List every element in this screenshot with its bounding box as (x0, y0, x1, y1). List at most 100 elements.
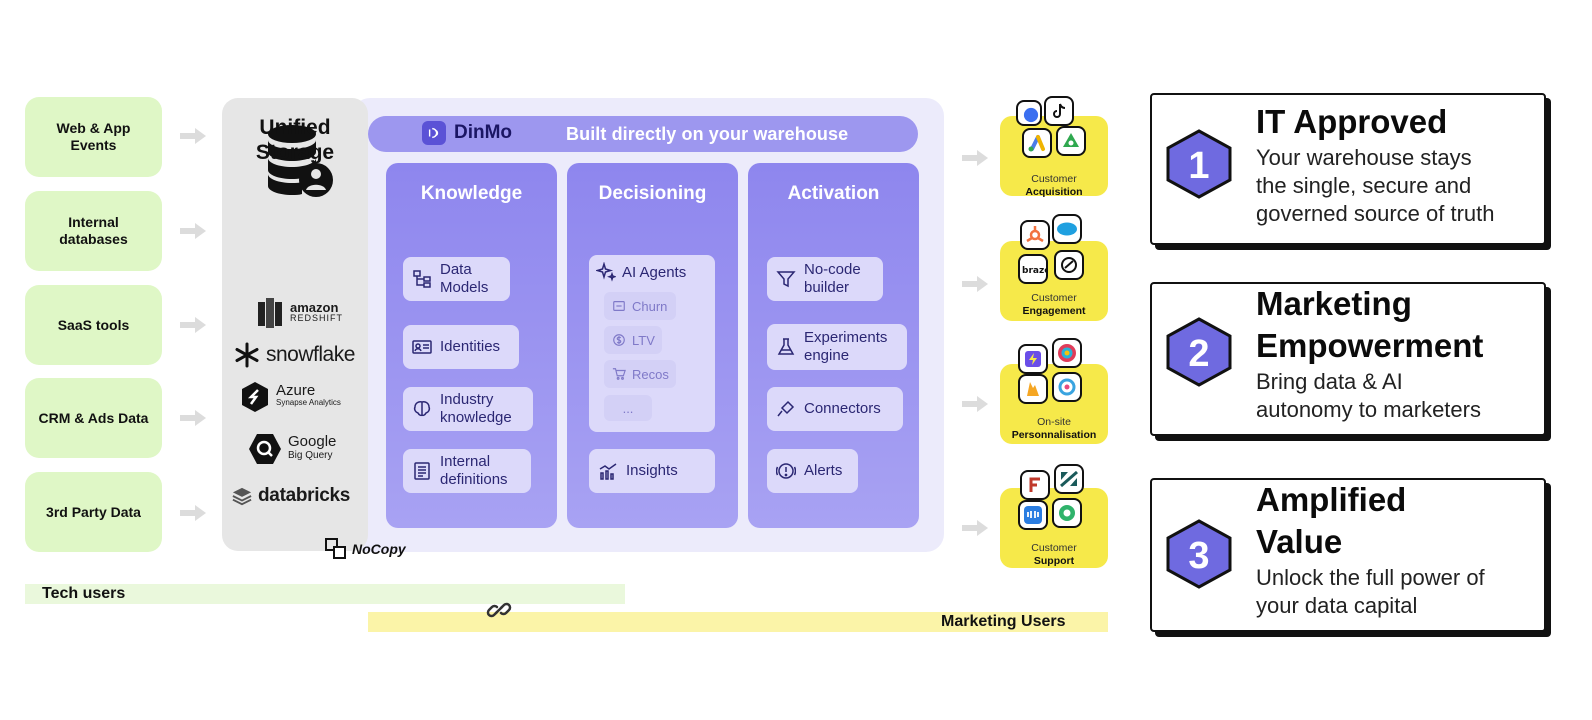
sub-label: LTV (632, 332, 655, 348)
value-desc-line: autonomy to marketers (1256, 397, 1481, 422)
card-insights: Insights (589, 449, 715, 493)
arrow-right-icon (180, 505, 206, 521)
dollar-icon (612, 333, 626, 347)
value-title: Marketing Empowerment (1256, 284, 1483, 366)
front-app-icon (1020, 470, 1050, 500)
value-desc: Bring data & AI autonomy to marketers (1256, 368, 1481, 424)
card-label: Internal definitions (440, 453, 508, 488)
azure-sub-text: Synapse Analytics (276, 398, 341, 407)
churn-icon (612, 299, 626, 313)
arrow-right-icon (962, 396, 988, 412)
dinmo-brand: DinMo (454, 122, 513, 143)
document-icon (412, 461, 432, 481)
databricks-icon (232, 487, 252, 506)
marketing-users-bar (368, 612, 1108, 632)
source-saas-tools: SaaS tools (25, 285, 162, 365)
source-label: Internal databases (59, 214, 128, 247)
chart-icon (598, 461, 618, 481)
bigquery-icon (249, 434, 281, 464)
sub-label: ... (622, 400, 634, 416)
output-line1: On-site (1037, 416, 1071, 428)
arrow-right-icon (180, 410, 206, 426)
braze-icon: braze (1018, 254, 1048, 284)
arrow-right-icon (962, 276, 988, 292)
value-desc: Your warehouse stays the single, secure … (1256, 144, 1494, 228)
sub-recos: Recos (604, 360, 676, 388)
ai-agents-header: AI Agents (596, 262, 686, 282)
arrow-right-icon (180, 128, 206, 144)
value-desc-line: Bring data & AI (1256, 369, 1403, 394)
snowflake-logo: snowflake (234, 342, 355, 368)
activation-title: Activation (787, 183, 880, 204)
banner-text: Built directly on your warehouse (566, 124, 849, 144)
card-label: Data Models (440, 261, 489, 296)
flask-icon (776, 337, 796, 357)
value-desc-line: Your warehouse stays (1256, 145, 1472, 170)
databricks-logo: databricks (232, 485, 350, 507)
nocopy-icon (325, 538, 346, 559)
storage-title: Unified Storage (255, 116, 335, 164)
alert-icon (776, 461, 796, 481)
google-bigquery-logo: Google Big Query (248, 432, 336, 466)
source-label: SaaS tools (57, 316, 130, 333)
target-app-icon (1052, 338, 1082, 368)
card-label: Alerts (804, 462, 843, 479)
snowflake-icon (235, 342, 259, 368)
output-line1: Customer (1031, 542, 1077, 554)
nocopy-badge: NoCopy (325, 538, 406, 560)
source-internal-databases: Internal databases (25, 191, 162, 271)
value-title-line: Marketing (1256, 285, 1412, 322)
bolt-app-icon (1018, 344, 1048, 374)
google-text: Google (288, 433, 337, 450)
google-analytics-icon (1056, 126, 1086, 156)
funnel-icon (776, 269, 796, 289)
number-badge-1: 1 (1164, 128, 1234, 200)
google-sub-text: Big Query (288, 450, 333, 461)
value-desc: Unlock the full power of your data capit… (1256, 564, 1485, 620)
nocopy-label: NoCopy (352, 541, 406, 557)
source-label: 3rd Party Data (46, 503, 141, 520)
decisioning-title: Decisioning (598, 183, 707, 204)
value-desc-line: the single, secure and (1256, 173, 1472, 198)
value-title: IT Approved (1256, 103, 1448, 140)
tiktok-icon (1044, 96, 1074, 126)
dinmo-logo-icon (422, 121, 446, 145)
output-customer-acquisition (1000, 116, 1108, 196)
source-web-app-events: Web & App Events (25, 97, 162, 177)
value-desc-line: governed source of truth (1256, 201, 1495, 226)
sub-churn: Churn (604, 292, 676, 320)
card-alerts: Alerts (767, 449, 858, 493)
output-line1: Customer (1031, 292, 1077, 304)
hubspot-icon (1020, 220, 1050, 250)
id-card-icon (412, 337, 432, 357)
arrow-right-icon (180, 223, 206, 239)
card-internal-definitions: Internal definitions (403, 449, 531, 493)
arrow-right-icon (962, 150, 988, 166)
card-label: Connectors (804, 400, 881, 417)
zendesk-icon (1054, 464, 1084, 494)
tech-users-bar (25, 584, 625, 604)
card-data-models: Data Models (403, 257, 510, 301)
optimize-icon (1052, 372, 1082, 402)
card-identities: Identities (403, 325, 519, 369)
arrow-right-icon (180, 317, 206, 333)
azure-text: Azure (276, 382, 316, 399)
data-models-icon (412, 269, 432, 289)
databricks-text: databricks (258, 485, 351, 506)
azure-synapse-icon (242, 382, 268, 412)
number-text: 3 (1188, 535, 1209, 577)
klaviyo-icon (1054, 250, 1084, 280)
google-ads-icon (1022, 128, 1052, 158)
number-text: 2 (1188, 333, 1209, 375)
brain-icon (412, 399, 432, 419)
card-experiments-engine: Experiments engine (767, 324, 907, 370)
marketing-users-label: Marketing Users (941, 613, 1066, 630)
output-line2: Acquisition (1025, 186, 1083, 198)
card-label: Industry knowledge (440, 391, 512, 426)
output-line2: Engagement (1022, 305, 1086, 317)
svg-text:braze: braze (1022, 266, 1046, 276)
output-line2: Support (1033, 555, 1075, 567)
card-label: No-code builder (804, 261, 861, 296)
